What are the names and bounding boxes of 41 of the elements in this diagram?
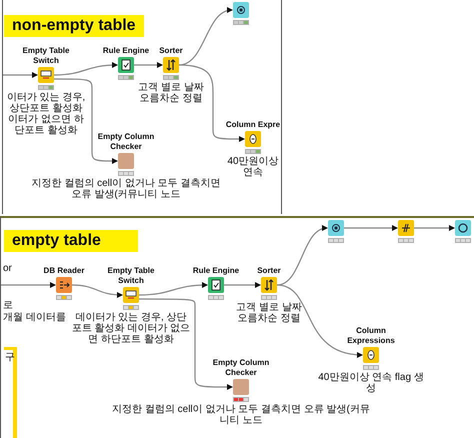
- cut-off-text: or: [3, 263, 12, 274]
- connector-arrow: [139, 298, 233, 390]
- connector-arrow: [54, 78, 118, 164]
- node-label: Empty Table Switch: [106, 266, 156, 286]
- node-description: 지정한 컬럼의 cell이 없거나 모두 결측치면 오류 발생(커뮤니티 노드: [111, 404, 371, 426]
- connector-arrow: [224, 282, 261, 288]
- node-description: 데이터가 있는 경우, 상단포트 활성화 데이터가 없으면 하단포트 활성화: [71, 312, 191, 345]
- cut-off-text: 개월 데이터를: [3, 312, 66, 323]
- section-title-banner: non-empty table: [4, 15, 144, 37]
- section-title-banner: empty table: [4, 230, 138, 252]
- workflow-panel: [0, 216, 474, 438]
- node-label: Column Expre: [226, 120, 280, 130]
- node-description: 40만원이상 연속: [226, 156, 280, 178]
- connector-arrow: [276, 284, 363, 358]
- node-label: Sorter: [257, 266, 281, 276]
- node-description: 이터가 있는 경우, 상단포트 활성화 이터가 없으면 하단포트 활성화: [6, 92, 86, 136]
- node-label: Empty Column Checker: [96, 132, 156, 152]
- node-description: 40만원이상 연속 flag 생성: [317, 372, 425, 394]
- connector-arrow: [134, 62, 163, 68]
- node-description: 고객 별로 날짜 오름차순 정렬: [236, 302, 302, 324]
- connector-arrow: [72, 284, 123, 298]
- connector-arrow: [138, 282, 208, 296]
- connector-arrow: [1, 282, 56, 288]
- connector-arrow: [178, 64, 245, 142]
- node-label: Rule Engine: [192, 266, 240, 276]
- node-label: Rule Engine: [102, 46, 150, 56]
- workflow-panel: [2, 0, 282, 214]
- node-description: 고객 별로 날짜 오름차순 정렬: [138, 82, 204, 104]
- connector-arrow: [178, 8, 233, 66]
- node-label: Empty Table Switch: [22, 46, 70, 66]
- connector-arrow: [344, 225, 398, 231]
- connector-arrow: [54, 62, 118, 76]
- connector-arrow: [414, 225, 455, 231]
- connector-arrow: [3, 72, 38, 78]
- connector-arrow: [276, 226, 328, 286]
- cut-off-text: 로: [3, 300, 13, 311]
- node-label: Column Expressions: [346, 326, 396, 346]
- node-label: DB Reader: [44, 266, 84, 276]
- node-label: Sorter: [159, 46, 183, 56]
- node-description: 지정한 컬럼의 cell이 없거나 모두 결측치면 오류 발생(커뮤니티 노드: [30, 178, 222, 200]
- node-label: Empty Column Checker: [212, 358, 270, 378]
